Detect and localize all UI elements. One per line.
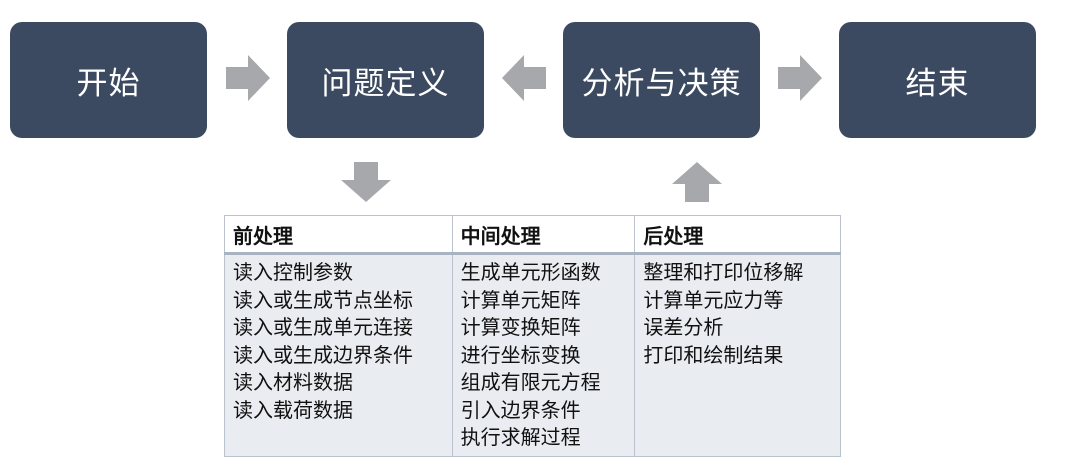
list-item: 进行坐标变换 <box>460 342 581 367</box>
start-label: 开始 <box>76 65 141 102</box>
list-item: 误差分析 <box>643 315 724 339</box>
analysis-decision-box: 分析与决策 <box>563 22 760 138</box>
list-item: 执行求解过程 <box>460 425 581 449</box>
header-preprocessing: 前处理 <box>224 215 453 255</box>
list-item: 整理和打印位移解 <box>643 260 804 284</box>
arrow-down-icon <box>341 162 391 202</box>
arrow-right-icon <box>226 55 270 101</box>
arrow-right-icon <box>778 55 822 101</box>
list-item: 读入载荷数据 <box>233 397 353 422</box>
processing-steps-table: 前处理 中间处理 后处理 读入控制参数 读入或生成节点坐标 读入或生成单元连接 … <box>224 215 841 457</box>
analysis-decision-label: 分析与决策 <box>581 65 742 102</box>
list-item: 生成单元形函数 <box>460 260 601 284</box>
list-item: 读入控制参数 <box>233 260 353 284</box>
problem-definition-box: 问题定义 <box>287 22 484 138</box>
list-item: 打印和绘制结果 <box>643 342 784 367</box>
list-item: 引入边界条件 <box>460 397 581 422</box>
arrow-left-icon <box>502 55 546 101</box>
list-item: 组成有限元方程 <box>460 370 601 394</box>
start-box: 开始 <box>10 22 207 138</box>
list-item: 计算单元矩阵 <box>460 287 581 312</box>
intermediate-processing-cell: 生成单元形函数 计算单元矩阵 计算变换矩阵 进行坐标变换 组成有限元方程 引入边… <box>451 253 636 457</box>
list-item: 读入或生成单元连接 <box>233 315 413 339</box>
list-item: 计算变换矩阵 <box>460 315 581 339</box>
table-header-row: 前处理 中间处理 后处理 <box>224 215 841 255</box>
preprocessing-cell: 读入控制参数 读入或生成节点坐标 读入或生成单元连接 读入或生成边界条件 读入材… <box>224 253 453 457</box>
postprocessing-cell: 整理和打印位移解 计算单元应力等 误差分析 打印和绘制结果 <box>634 253 841 457</box>
table-body-row: 读入控制参数 读入或生成节点坐标 读入或生成单元连接 读入或生成边界条件 读入材… <box>224 253 841 457</box>
arrow-up-icon <box>672 162 722 202</box>
list-item: 读入材料数据 <box>233 370 353 394</box>
list-item: 读入或生成边界条件 <box>233 342 413 367</box>
end-label: 结束 <box>905 65 970 102</box>
list-item: 读入或生成节点坐标 <box>233 287 413 312</box>
header-postprocessing: 后处理 <box>634 215 841 255</box>
list-item: 计算单元应力等 <box>643 287 784 312</box>
header-intermediate-processing: 中间处理 <box>451 215 636 255</box>
end-box: 结束 <box>839 22 1036 138</box>
problem-definition-label: 问题定义 <box>321 65 450 102</box>
